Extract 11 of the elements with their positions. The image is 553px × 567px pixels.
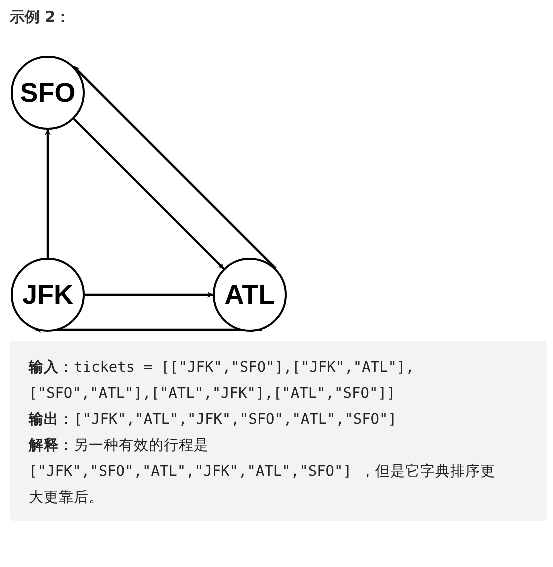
airport-circle: ATL	[213, 258, 287, 332]
arrow	[73, 118, 225, 270]
explanation-text: 解释：另一种有效的行程是 ["JFK","SFO","ATL","JFK","ATL","SFO"] ，但是它字典排序更大更靠后。	[29, 436, 497, 508]
arrow	[73, 66, 277, 270]
arrow	[85, 292, 214, 298]
airport-circle: SFO	[11, 56, 85, 130]
airport-circle: JFK	[11, 258, 85, 332]
heading: 示例 2：	[10, 8, 71, 27]
arrow	[45, 129, 51, 258]
output-text: 输出：["JFK","ATL","JFK","SFO","ATL","SFO"]	[29, 410, 398, 430]
input-text: 输入：tickets = [["JFK","SFO"],["JFK","ATL"],["SFO","ATL"],["ATL","JFK"],["ATL","SFO"]]	[29, 358, 416, 404]
